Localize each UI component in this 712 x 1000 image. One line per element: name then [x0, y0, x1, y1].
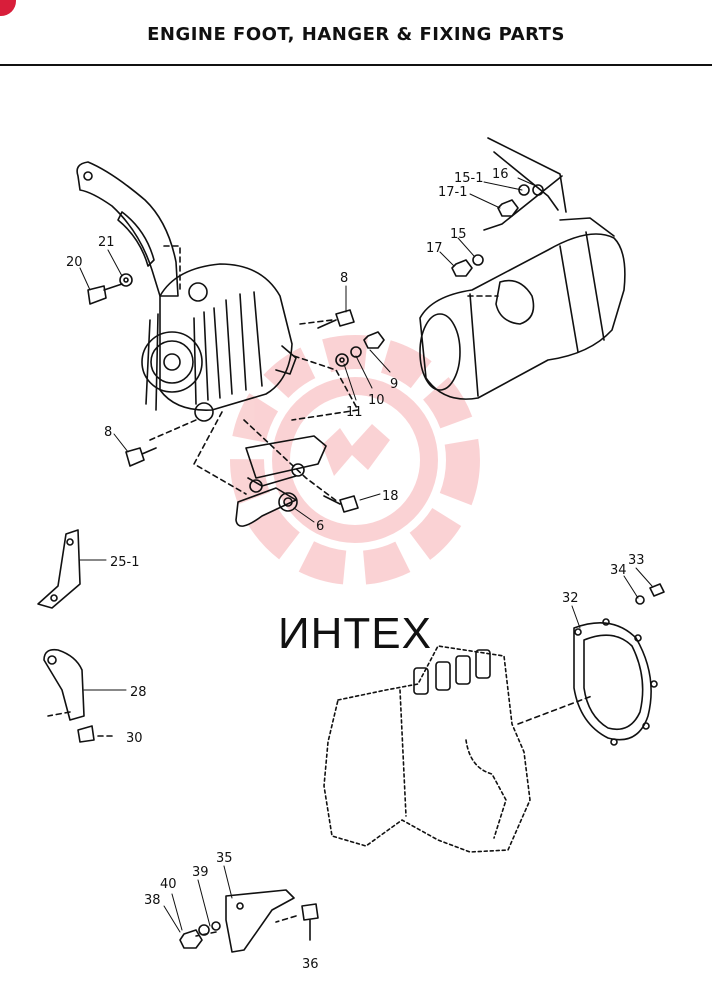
connection-lines: [47, 245, 593, 937]
page-title: ENGINE FOOT, HANGER & FIXING PARTS: [147, 24, 565, 45]
starter-motor[interactable]: [419, 137, 626, 400]
bolt-8-lower[interactable]: [125, 447, 157, 467]
callout-25-1: 25-1: [110, 555, 140, 570]
callout-35: 35: [216, 851, 233, 866]
callout-9: 9: [390, 377, 398, 392]
callout-8-upper: 8: [340, 271, 348, 286]
washer-16[interactable]: [532, 184, 544, 196]
callout-39: 39: [192, 865, 209, 880]
bolt-8-upper[interactable]: [317, 309, 355, 329]
watermark-gear-logo: [230, 335, 480, 585]
washer-39[interactable]: [211, 921, 221, 931]
nut-38[interactable]: [179, 929, 203, 949]
nut-17-1[interactable]: [497, 199, 519, 217]
callout-30: 30: [126, 731, 143, 746]
nut-17[interactable]: [451, 259, 473, 277]
bolt-18[interactable]: [323, 495, 359, 513]
washer-11[interactable]: [335, 353, 349, 367]
callout-36: 36: [302, 957, 319, 972]
title-divider: [0, 64, 712, 66]
bolt-33[interactable]: [649, 583, 665, 597]
callout-20: 20: [66, 255, 83, 270]
callout-38: 38: [144, 893, 161, 908]
callout-labels: 20 21 8 9 10 11 8 18 6 17 15 17-1 15-1 1…: [66, 167, 645, 972]
callout-10: 10: [368, 393, 385, 408]
callout-15: 15: [450, 227, 467, 242]
washer-15-1[interactable]: [518, 184, 530, 196]
callout-11: 11: [346, 405, 363, 420]
callout-33: 33: [628, 553, 645, 568]
callout-28: 28: [130, 685, 147, 700]
washer-34[interactable]: [635, 595, 645, 605]
alternator-adjusting-plate[interactable]: [76, 161, 179, 297]
bolt-20[interactable]: [87, 283, 123, 305]
engine-block-outline: [323, 645, 531, 853]
flywheel-gasket[interactable]: [573, 618, 658, 746]
callout-17-1: 17-1: [438, 185, 468, 200]
washer-21[interactable]: [119, 273, 133, 287]
callout-16: 16: [492, 167, 509, 182]
injection-pump-outline: [413, 649, 491, 695]
callout-18: 18: [382, 489, 399, 504]
callout-leaders: [79, 177, 653, 933]
callout-17: 17: [426, 241, 443, 256]
callout-21: 21: [98, 235, 115, 250]
watermark-text: ИНТЕХ: [278, 609, 432, 658]
engine-foot-bracket-28[interactable]: [43, 648, 85, 721]
callout-34: 34: [610, 563, 627, 578]
nut-9[interactable]: [363, 331, 385, 349]
callout-32: 32: [562, 591, 579, 606]
washer-6[interactable]: [278, 492, 298, 512]
washer-40[interactable]: [198, 924, 210, 936]
callout-15-1: 15-1: [454, 171, 484, 186]
callout-6: 6: [316, 519, 324, 534]
engine-hanger-bracket-35[interactable]: [225, 889, 295, 953]
callout-8-lower: 8: [104, 425, 112, 440]
alternator-assembly[interactable]: [141, 263, 297, 422]
callout-40: 40: [160, 877, 177, 892]
engine-foot-bracket-25-1[interactable]: [37, 529, 81, 609]
bolt-30[interactable]: [77, 725, 95, 743]
washer-15[interactable]: [472, 254, 484, 266]
bolt-36[interactable]: [301, 903, 319, 941]
